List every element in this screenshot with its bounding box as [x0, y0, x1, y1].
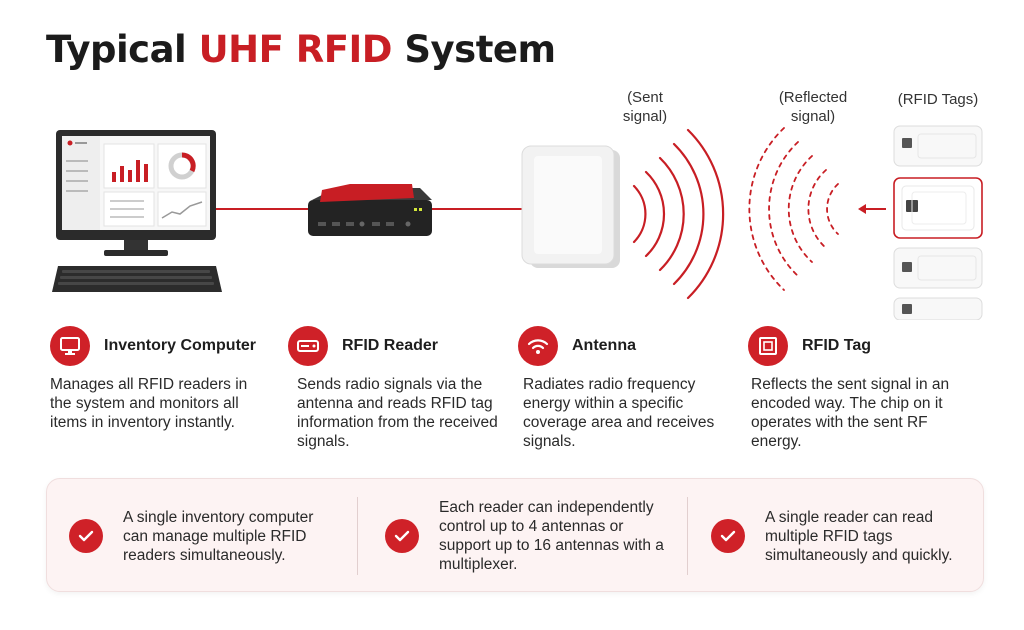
feature-name: RFID Reader [342, 337, 439, 354]
feature-name: Antenna [572, 337, 636, 354]
computer-illustration [52, 130, 222, 292]
reader-illustration [308, 184, 432, 236]
check-icon [385, 519, 419, 553]
tag-3 [893, 247, 983, 289]
fact-item: A single inventory computer can manage m… [69, 479, 359, 593]
tag-icon [748, 326, 788, 366]
feature-name: RFID Tag [802, 337, 872, 354]
rfid-tags-label: (RFID Tags) [897, 91, 979, 108]
feature-antenna: Antenna Radiates radio frequency energy … [518, 326, 738, 451]
monitor-icon [50, 326, 90, 366]
feature-inventory-computer: Inventory Computer Manages all RFID read… [50, 326, 270, 432]
title-prefix: Typical [46, 28, 199, 71]
feature-name: Inventory Computer [104, 337, 257, 354]
sent-signal-label: (Sent signal) [610, 88, 680, 126]
reader-icon [288, 326, 328, 366]
feature-desc: Radiates radio frequency energy within a… [523, 376, 715, 450]
sent-signal-label-line2: signal) [622, 108, 668, 125]
check-icon [69, 519, 103, 553]
fact-text: Each reader can independently control up… [439, 499, 664, 573]
sent-signal-waves [632, 128, 725, 300]
reflected-signal-waves [748, 127, 839, 291]
sent-signal-label-line1: (Sent [627, 89, 663, 106]
reflected-signal-label: (Reflected signal) [768, 88, 858, 126]
page-title: Typical UHF RFID System [46, 28, 556, 71]
tag-1 [893, 125, 983, 167]
feature-desc: Sends radio signals via the antenna and … [297, 376, 498, 450]
feature-desc: Reflects the sent signal in an encoded w… [751, 376, 950, 450]
wifi-icon [518, 326, 558, 366]
facts-panel: A single inventory computer can manage m… [46, 478, 984, 592]
tag-4 [893, 297, 983, 320]
antenna-illustration [521, 145, 620, 268]
reflected-signal-label-line1: (Reflected [778, 89, 848, 106]
tag-arrow-head [858, 204, 866, 214]
fact-text: A single inventory computer can manage m… [123, 508, 314, 564]
feature-rfid-reader: RFID Reader Sends radio signals via the … [288, 326, 508, 451]
fact-item: Each reader can independently control up… [385, 479, 685, 593]
feature-rfid-tag: RFID Tag Reflects the sent signal in an … [748, 326, 968, 451]
reflected-signal-label-line2: signal) [790, 108, 836, 125]
tag-2-highlighted [893, 177, 983, 239]
title-suffix: System [392, 28, 556, 71]
fact-item: A single reader can read multiple RFID t… [711, 479, 981, 593]
divider [687, 497, 688, 575]
title-accent: UHF RFID [198, 28, 393, 71]
check-icon [711, 519, 745, 553]
feature-desc: Manages all RFID readers in the system a… [50, 376, 248, 431]
system-illustration [52, 125, 983, 320]
divider [357, 497, 358, 575]
fact-text: A single reader can read multiple RFID t… [765, 508, 953, 564]
